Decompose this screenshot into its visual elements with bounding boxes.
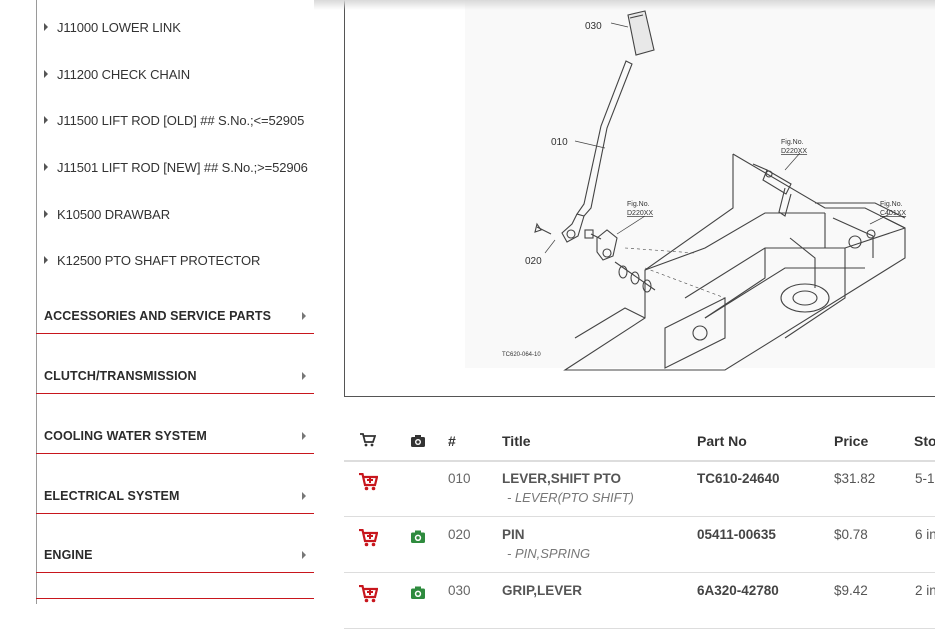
category-label: ENGINE <box>44 547 93 562</box>
row-stock: 5-1 <box>915 471 935 486</box>
category-label: CLUTCH/TRANSMISSION <box>44 368 197 383</box>
row-price: $31.82 <box>834 471 876 486</box>
page-edge-line <box>36 0 37 604</box>
row-alt-title: - LEVER(PTO SHIFT) <box>507 490 634 505</box>
row-part-number[interactable]: 05411-00635 <box>697 527 776 542</box>
table-row: 030 GRIP,LEVER 6A320-42780 $9.42 2 in <box>344 572 935 629</box>
diagram-code: TC620-064-10 <box>502 352 541 358</box>
category-divider <box>36 598 314 599</box>
callout-020: 020 <box>525 256 542 267</box>
row-stock: 2 in <box>915 583 935 598</box>
fig-ref-label: Fig.No. <box>781 139 804 146</box>
sidebar-subitem-lower-link[interactable]: J11000 LOWER LINK <box>44 17 181 37</box>
camera-icon[interactable] <box>411 530 425 548</box>
callout-010: 010 <box>551 137 568 148</box>
category-engine[interactable]: ENGINE <box>36 537 314 573</box>
row-price: $9.42 <box>834 583 868 598</box>
row-stock: 6 in <box>915 527 935 542</box>
camera-icon[interactable] <box>411 586 425 604</box>
top-shadow <box>314 0 935 10</box>
sidebar-subitem-lift-rod-new[interactable]: J11501 LIFT ROD [NEW] ## S.No.;>=52906 <box>44 157 308 177</box>
category-label: ELECTRICAL SYSTEM <box>44 488 180 503</box>
category-label: ACCESSORIES AND SERVICE PARTS <box>44 308 272 323</box>
row-number: 020 <box>448 527 471 542</box>
category-electrical[interactable]: ELECTRICAL SYSTEM <box>36 478 314 514</box>
caret-right-icon <box>44 163 48 171</box>
table-header: # Title Part No Price Sto <box>344 424 935 462</box>
sidebar-subitem-drawbar[interactable]: K10500 DRAWBAR <box>44 204 170 224</box>
sidebar-subitem-check-chain[interactable]: J11200 CHECK CHAIN <box>44 64 190 84</box>
header-stock: Sto <box>914 433 935 449</box>
sidebar-subitem-label: J11500 LIFT ROD [OLD] ## S.No.;<=52905 <box>57 112 305 128</box>
add-to-cart-icon[interactable] <box>359 528 379 552</box>
table-row: 020 PIN - PIN,SPRING 05411-00635 $0.78 6… <box>344 516 935 573</box>
chevron-right-icon <box>302 311 306 320</box>
parts-diagram[interactable]: 030 010 020 Fig.No. D220XX Fig.No. D220X… <box>344 0 935 397</box>
category-clutch-transmission[interactable]: CLUTCH/TRANSMISSION <box>36 358 314 394</box>
exploded-view-drawing: 030 010 020 Fig.No. D220XX Fig.No. D220X… <box>465 0 935 371</box>
row-number: 030 <box>448 583 471 598</box>
sidebar-subitem-lift-rod-old[interactable]: J11500 LIFT ROD [OLD] ## S.No.;<=52905 <box>44 110 304 130</box>
chevron-right-icon <box>302 371 306 380</box>
caret-right-icon <box>44 70 48 78</box>
row-title: GRIP,LEVER <box>502 583 583 598</box>
fig-ref-number: D220XX <box>781 148 807 155</box>
row-number: 010 <box>448 471 471 486</box>
caret-right-icon <box>44 210 48 218</box>
row-title: LEVER,SHIFT PTO <box>502 471 622 486</box>
camera-header-icon <box>411 434 425 450</box>
caret-right-icon <box>44 116 48 124</box>
header-number: # <box>448 433 456 449</box>
header-title: Title <box>502 433 531 449</box>
sidebar-subitem-label: K12500 PTO SHAFT PROTECTOR <box>57 252 261 268</box>
row-title: PIN <box>502 527 525 542</box>
caret-right-icon <box>44 256 48 264</box>
header-price: Price <box>834 433 869 449</box>
add-to-cart-icon[interactable] <box>359 472 379 496</box>
add-to-cart-icon[interactable] <box>359 584 379 608</box>
fig-ref-label: Fig.No. <box>627 201 650 208</box>
fig-ref-label: Fig.No. <box>880 201 903 208</box>
fig-ref-number: D220XX <box>627 210 653 217</box>
row-price: $0.78 <box>834 527 868 542</box>
table-row: 010 LEVER,SHIFT PTO - LEVER(PTO SHIFT) T… <box>344 460 935 517</box>
callout-030: 030 <box>585 21 602 32</box>
sidebar-subitem-label: K10500 DRAWBAR <box>57 206 170 222</box>
sidebar-subitem-label: J11200 CHECK CHAIN <box>57 66 191 82</box>
sidebar-subitem-pto-shaft-protector[interactable]: K12500 PTO SHAFT PROTECTOR <box>44 250 260 270</box>
sidebar-subitem-label: J11000 LOWER LINK <box>57 19 181 35</box>
row-alt-title: - PIN,SPRING <box>507 546 591 561</box>
row-part-number[interactable]: 6A320-42780 <box>697 583 779 598</box>
sidebar-subitem-label: J11501 LIFT ROD [NEW] ## S.No.;>=52906 <box>57 159 308 175</box>
category-accessories[interactable]: ACCESSORIES AND SERVICE PARTS <box>36 298 314 334</box>
chevron-right-icon <box>302 491 306 500</box>
fig-ref-number: C401XX <box>880 210 906 217</box>
category-label: COOLING WATER SYSTEM <box>44 428 207 443</box>
row-part-number[interactable]: TC610-24640 <box>697 471 780 486</box>
chevron-right-icon <box>302 550 306 559</box>
caret-right-icon <box>44 23 48 31</box>
cart-header-icon <box>360 433 377 450</box>
header-part-no: Part No <box>697 433 747 449</box>
chevron-right-icon <box>302 431 306 440</box>
category-cooling-water[interactable]: COOLING WATER SYSTEM <box>36 418 314 454</box>
